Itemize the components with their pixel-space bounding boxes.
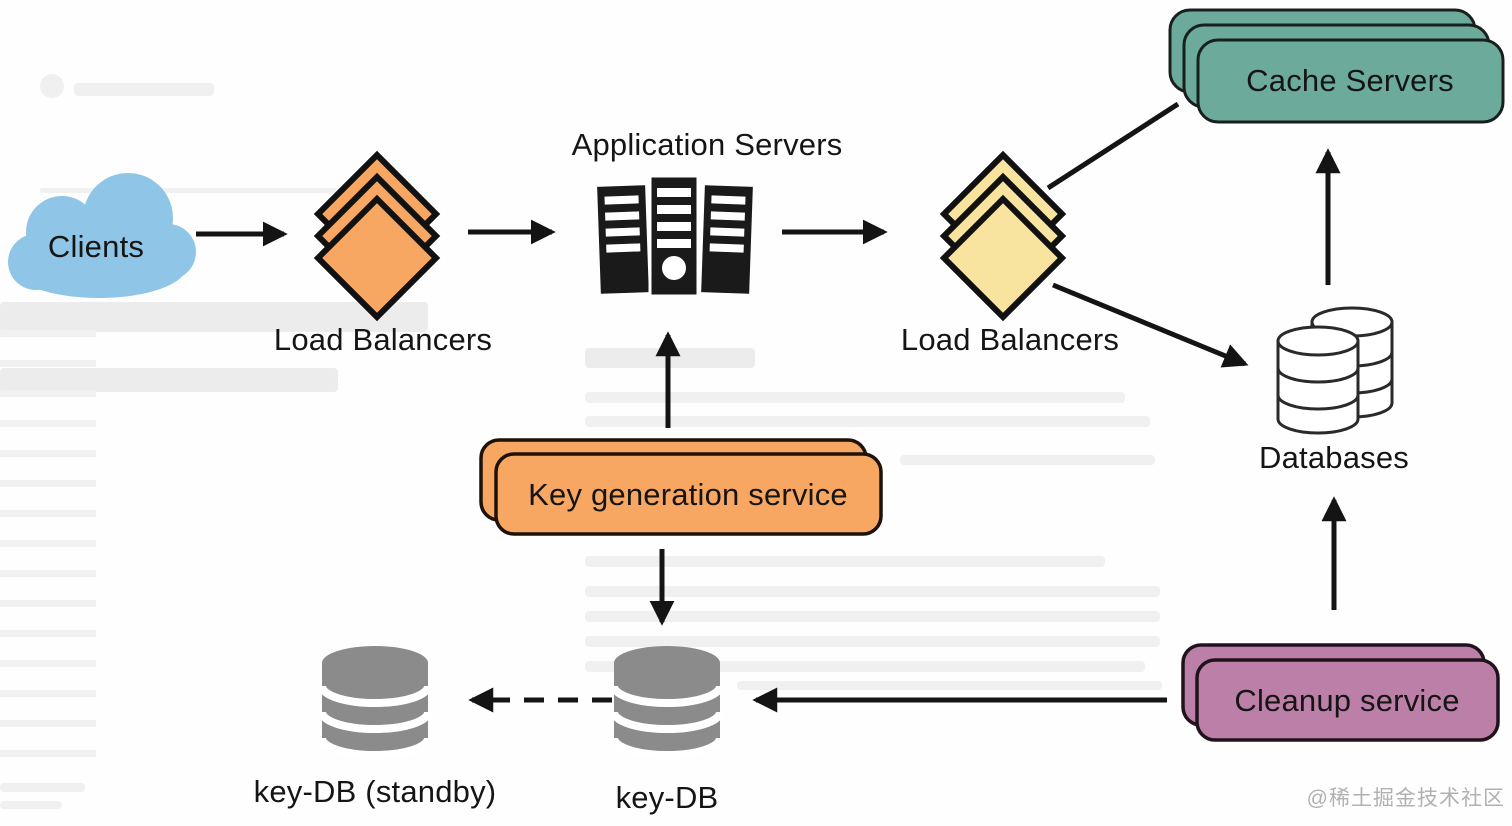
load-balancers-2-label: Load Balancers (900, 322, 1120, 357)
database-cylinder-front (1276, 325, 1360, 435)
server-towers-icon (597, 174, 753, 298)
juejin-watermark: @稀土掘金技术社区 (1306, 787, 1505, 810)
load-balancers-1-label: Load Balancers (273, 322, 493, 357)
key-db-cylinder-icon (610, 646, 724, 759)
databases-cylinder-pair-icon (1276, 306, 1394, 435)
databases-label: Databases (1258, 440, 1410, 475)
cleanup-service-label: Cleanup service (1234, 683, 1460, 718)
application-servers-label: Application Servers (571, 127, 843, 162)
cache-servers-stack-icon (1168, 8, 1505, 124)
load-balancer-1-diamond-stack-icon (313, 150, 441, 322)
load-balancer-2-diamond-stack-icon (939, 150, 1067, 322)
key-generation-service-stack-icon (479, 438, 883, 536)
cloud-icon (8, 173, 196, 298)
key-db-standby-label: key-DB (standby) (253, 774, 497, 809)
cleanup-service-stack-icon (1181, 643, 1500, 742)
clients-label: Clients (47, 229, 145, 264)
arrow-lb2-to-databases (1052, 282, 1249, 368)
key-db-label: key-DB (615, 780, 719, 815)
line-lb2-to-cache (1046, 101, 1180, 191)
key-db-standby-cylinder-icon (318, 646, 432, 759)
cache-servers-label: Cache Servers (1246, 63, 1454, 98)
key-generation-service-label: Key generation service (528, 477, 848, 512)
